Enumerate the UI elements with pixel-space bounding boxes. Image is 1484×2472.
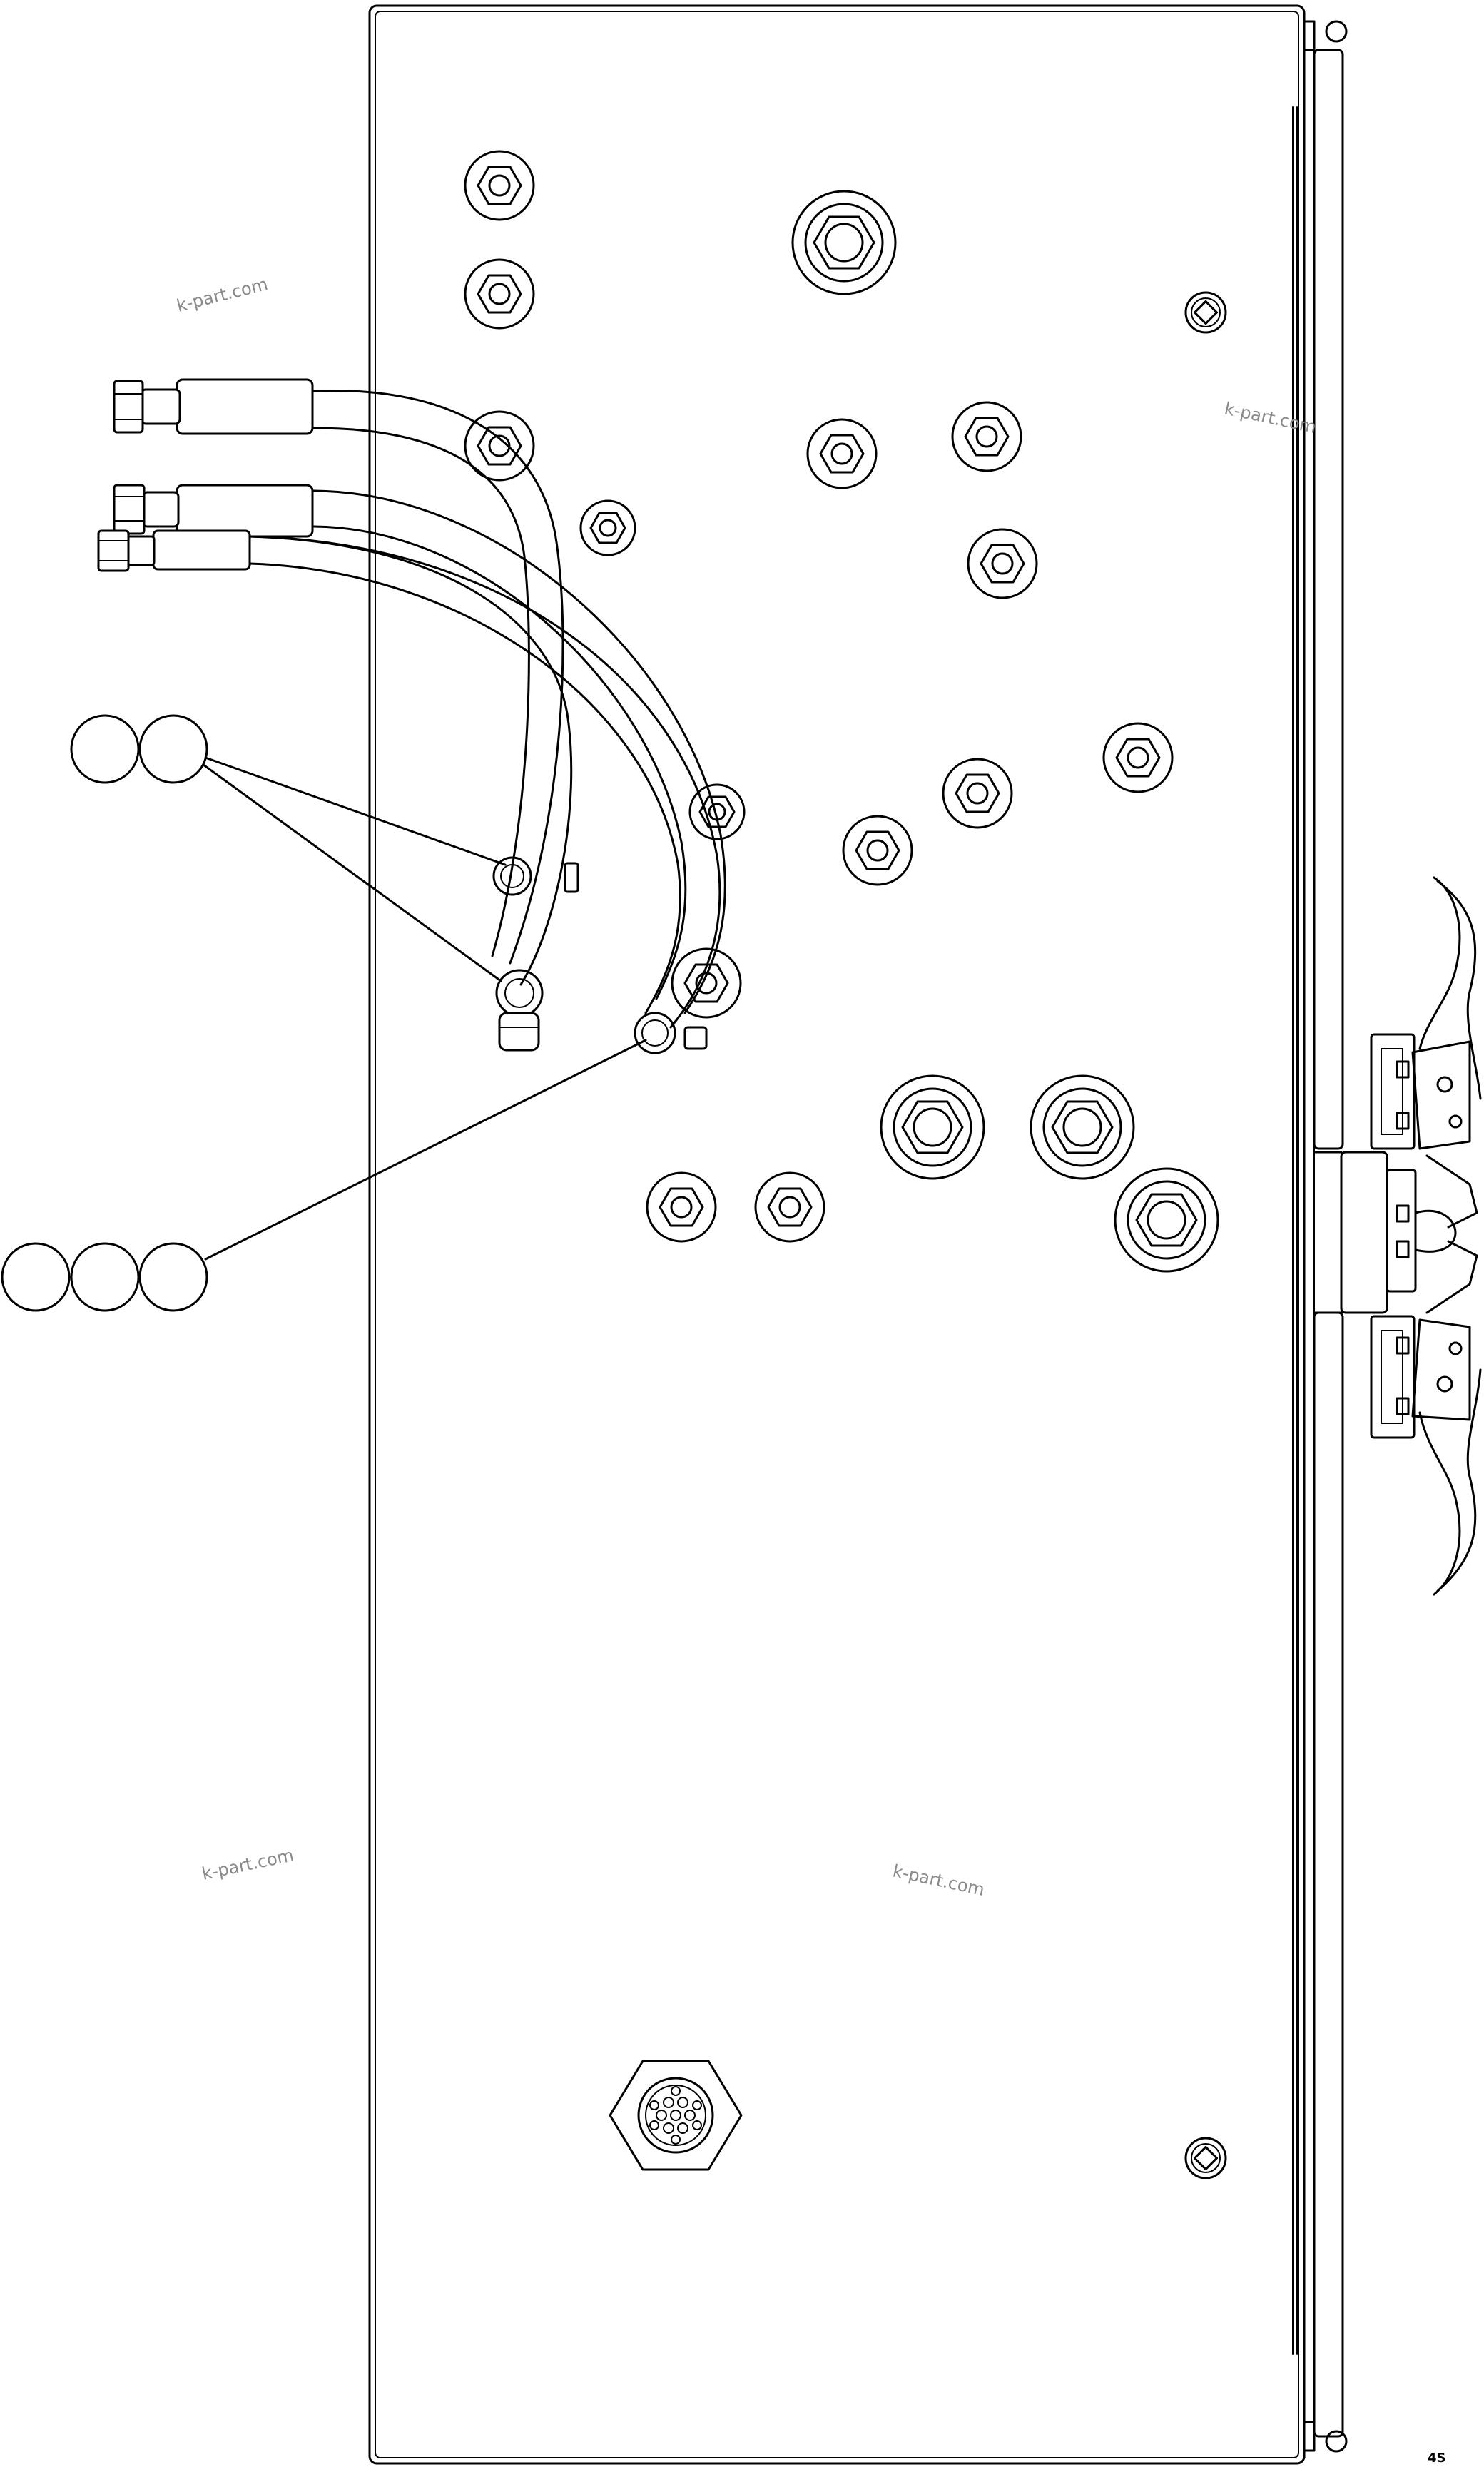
small-fittings xyxy=(464,150,1174,1243)
large-fitting xyxy=(791,190,897,295)
hose-end-fittings xyxy=(492,856,708,1054)
large-fittings xyxy=(791,190,1219,1273)
large-fitting xyxy=(880,1074,985,1180)
leader-line xyxy=(204,1039,647,1261)
watermark: k-part.com xyxy=(200,1845,295,1884)
square-plug xyxy=(1184,2137,1227,2179)
callout-balloon xyxy=(70,1242,140,1312)
small-fitting xyxy=(754,1171,825,1243)
small-fitting xyxy=(579,499,636,556)
square-plug xyxy=(1184,291,1227,334)
leader-line xyxy=(202,763,502,982)
mounting-plate xyxy=(368,4,1306,2465)
leader-line xyxy=(204,756,507,866)
latch-center xyxy=(1313,1151,1457,1314)
large-fitting xyxy=(1114,1167,1219,1273)
round-multipin-connector xyxy=(609,2060,743,2171)
hose-1 xyxy=(113,378,564,965)
small-fitting xyxy=(1102,722,1174,793)
large-fitting xyxy=(1030,1074,1135,1180)
watermark: k-part.com xyxy=(175,274,270,316)
small-fitting xyxy=(806,418,878,489)
small-fitting xyxy=(646,1171,717,1243)
small-fitting xyxy=(464,258,535,330)
small-fitting xyxy=(464,150,535,221)
latch-assembly xyxy=(1313,876,1482,1596)
callout-balloon xyxy=(70,714,140,784)
latch-upper xyxy=(1370,876,1482,1229)
callout-balloon xyxy=(1,1242,71,1312)
small-fitting xyxy=(951,401,1022,472)
square-plugs xyxy=(1184,291,1227,2179)
callout-balloon xyxy=(138,714,208,784)
small-fitting xyxy=(842,815,913,886)
figure-code: 4S xyxy=(1428,2451,1446,2466)
small-fitting xyxy=(967,528,1038,599)
hose-3 xyxy=(97,529,721,1029)
callout-balloon xyxy=(138,1242,208,1312)
callout-group-b xyxy=(1,1039,647,1312)
latch-lower xyxy=(1370,1240,1482,1596)
small-fitting xyxy=(942,758,1013,829)
callout-group-a xyxy=(70,714,507,982)
hoses xyxy=(97,378,726,1054)
